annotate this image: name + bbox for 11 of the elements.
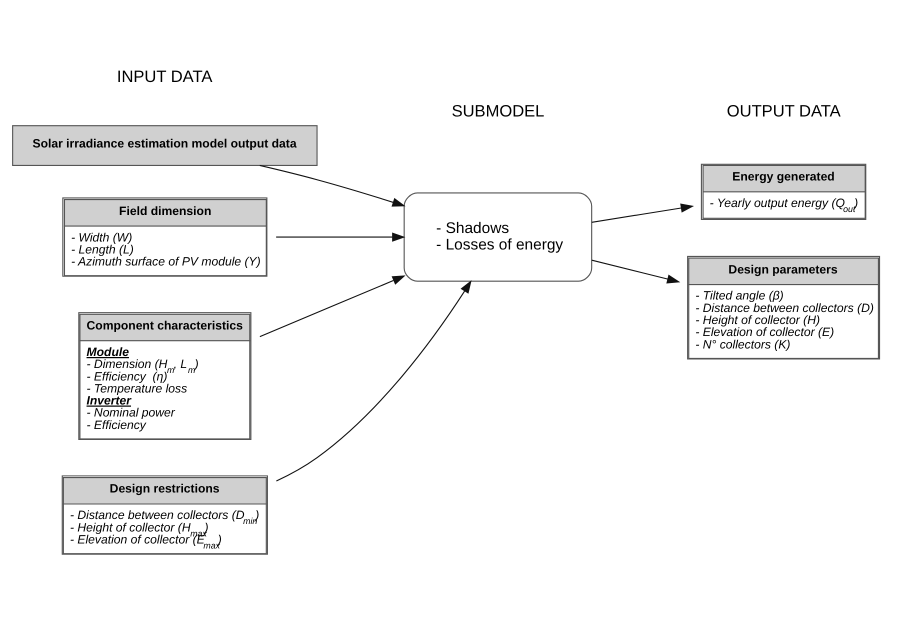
label: SUBMODEL xyxy=(452,101,544,120)
arrow xyxy=(260,164,406,207)
arrow xyxy=(592,204,694,223)
arrow xyxy=(260,275,406,338)
arrow xyxy=(276,280,472,482)
label: OUTPUT DATA xyxy=(726,101,841,120)
node-box: Solar irradiance estimation model output data xyxy=(12,125,318,166)
label: INPUT DATA xyxy=(116,67,212,86)
arrow xyxy=(592,260,680,284)
arrow xyxy=(276,232,406,242)
node-box: - Shadows - Losses of energy xyxy=(404,192,592,282)
